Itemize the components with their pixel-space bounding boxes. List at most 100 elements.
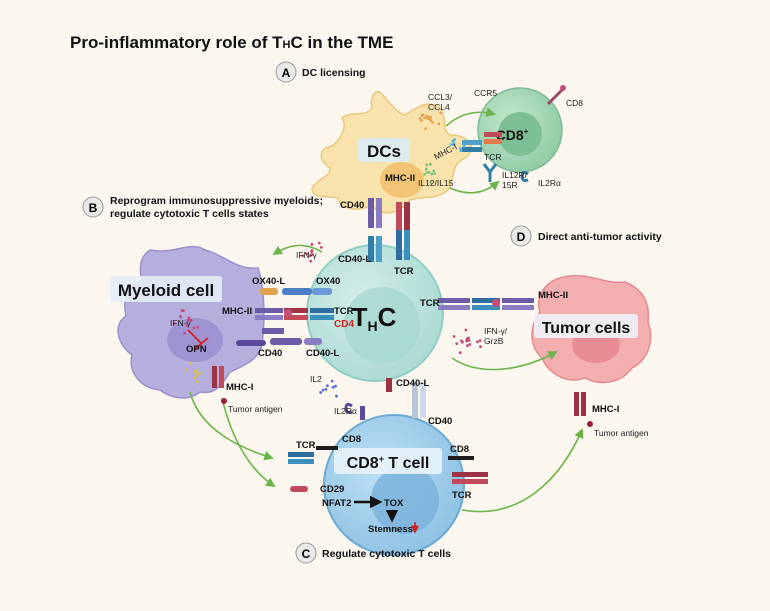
cytokine-dot bbox=[301, 254, 305, 258]
cytokine-dot bbox=[423, 172, 426, 176]
cytokine-dot bbox=[193, 376, 197, 380]
section-b-line1: Reprogram immunosuppressive myeloids; bbox=[110, 195, 323, 207]
section-d: D Direct anti-tumor activity bbox=[510, 225, 662, 247]
mhc-i-myeloid-label: MHC-I bbox=[226, 382, 253, 393]
cytokine-dot bbox=[461, 340, 464, 344]
mhc-i-tumor-label: MHC-I bbox=[592, 404, 619, 415]
tumor-label: Tumor cells bbox=[542, 320, 631, 337]
cytokine-dot bbox=[459, 147, 462, 150]
cd40l-left-label: CD40-L bbox=[306, 348, 339, 359]
cd40l-bottom-label: CD40-L bbox=[396, 378, 429, 389]
il12r-label-1: IL12R/ bbox=[502, 170, 528, 180]
cytokine-dot bbox=[308, 254, 312, 258]
thc-cell: THC bbox=[306, 244, 444, 382]
cytokine-dot bbox=[319, 391, 323, 394]
cytokine-dot bbox=[189, 361, 192, 365]
cd8-top-cell: CD8+ bbox=[477, 85, 566, 173]
tcr-thc-left-label: TCR bbox=[334, 306, 354, 317]
il12r-label-2: 15R bbox=[502, 180, 518, 190]
cytokine-dot bbox=[184, 368, 188, 372]
ccl-label-1: CCL3/ bbox=[428, 92, 453, 102]
cytokine-dot bbox=[424, 167, 428, 171]
cytokine-dot bbox=[321, 388, 325, 392]
cytokine-dot bbox=[431, 120, 434, 124]
cytokine-dot bbox=[439, 111, 442, 115]
tcr-cd8-right-label: TCR bbox=[452, 490, 472, 501]
thc-label: THC bbox=[352, 302, 397, 334]
cytokine-dot bbox=[429, 115, 432, 119]
cytokine-dot bbox=[198, 372, 202, 376]
tcr-thc-top-label: TCR bbox=[394, 266, 414, 277]
cytokine-dot bbox=[437, 122, 441, 126]
cytokine-dot bbox=[429, 181, 433, 185]
cytokine-dot bbox=[195, 380, 199, 384]
cytokine-dot bbox=[335, 394, 338, 398]
cytokine-dot bbox=[455, 342, 459, 345]
cytokine-dot bbox=[187, 316, 191, 320]
ifng-myeloid-label: IFN-γ bbox=[170, 318, 192, 328]
cytokine-dot bbox=[452, 335, 456, 338]
cytokine-dot bbox=[429, 162, 432, 166]
cytokine-dot bbox=[420, 119, 423, 122]
myeloid-cell: Myeloid cell bbox=[110, 245, 265, 399]
section-a: A DC licensing bbox=[275, 61, 366, 83]
page-title: Pro-inflammatory role of THC in the TME bbox=[70, 33, 393, 52]
cytokine-dot bbox=[182, 309, 185, 312]
section-c: C Regulate cytotoxic T cells bbox=[295, 542, 451, 564]
dcs-label: DCs bbox=[367, 142, 401, 161]
ccr5-label: CCR5 bbox=[474, 88, 497, 98]
cytokine-dot bbox=[330, 379, 334, 383]
mhc-ii-dc-label: MHC-II bbox=[385, 173, 415, 184]
cd40-dc-label: CD40 bbox=[340, 200, 364, 211]
cytokine-dot bbox=[466, 344, 469, 348]
cytokine-dots bbox=[172, 111, 482, 398]
cd8-marker-label: CD8 bbox=[566, 98, 583, 108]
cytokine-dot bbox=[449, 143, 453, 147]
il2ra-bottom-label: IL2Rα bbox=[334, 406, 357, 416]
cytokine-dot bbox=[195, 374, 198, 377]
section-a-text: DC licensing bbox=[302, 67, 366, 79]
cd29-label: CD29 bbox=[320, 484, 344, 495]
cytokine-dot bbox=[334, 384, 337, 388]
stemness-label: Stemness bbox=[368, 524, 413, 535]
cytokine-dot bbox=[183, 331, 187, 335]
tcr-top-label: TCR bbox=[484, 152, 501, 162]
cytokine-dot bbox=[179, 315, 182, 318]
cytokine-dot bbox=[309, 259, 313, 263]
cytokine-dot bbox=[433, 172, 437, 175]
cytokine-dot bbox=[452, 143, 456, 147]
cytokine-dot bbox=[326, 384, 329, 388]
cytokine-dot bbox=[459, 149, 463, 153]
section-a-letter: A bbox=[282, 66, 291, 80]
cytokine-dot bbox=[424, 127, 428, 131]
cytokine-dot bbox=[324, 387, 328, 391]
cytokine-dot bbox=[429, 118, 432, 122]
cytokine-dot bbox=[189, 318, 193, 322]
section-c-letter: C bbox=[302, 547, 311, 561]
cytokine-dot bbox=[317, 241, 321, 245]
cd8-right-label: CD8 bbox=[450, 444, 469, 455]
section-d-letter: D bbox=[517, 230, 526, 244]
section-b: B Reprogram immunosuppressive myeloids; … bbox=[82, 195, 323, 220]
myeloid-label: Myeloid cell bbox=[118, 281, 214, 300]
cytokine-dot bbox=[186, 318, 190, 322]
cd8-t-label: CD8+ T cell bbox=[347, 454, 430, 472]
section-b-letter: B bbox=[89, 201, 98, 215]
cytokine-dot bbox=[425, 114, 429, 118]
ifng-grzb-label-1: IFN-γ/ bbox=[484, 326, 508, 336]
cytokine-dot bbox=[467, 339, 471, 342]
opn-label: OPN bbox=[186, 344, 207, 355]
cytokine-dot bbox=[310, 250, 314, 254]
cytokine-dot bbox=[464, 328, 468, 332]
cytokine-dot bbox=[423, 116, 427, 120]
cytokine-dot bbox=[185, 324, 189, 327]
cytokine-dot bbox=[319, 246, 323, 249]
mhc-ii-tumor-label: MHC-II bbox=[538, 290, 568, 301]
cytokine-dot bbox=[458, 351, 462, 355]
tox-label: TOX bbox=[384, 498, 404, 509]
il2ra-top-label: IL2Rα bbox=[538, 178, 561, 188]
cd8-top-label: CD8+ bbox=[496, 127, 529, 143]
cytokine-dot bbox=[331, 385, 335, 389]
